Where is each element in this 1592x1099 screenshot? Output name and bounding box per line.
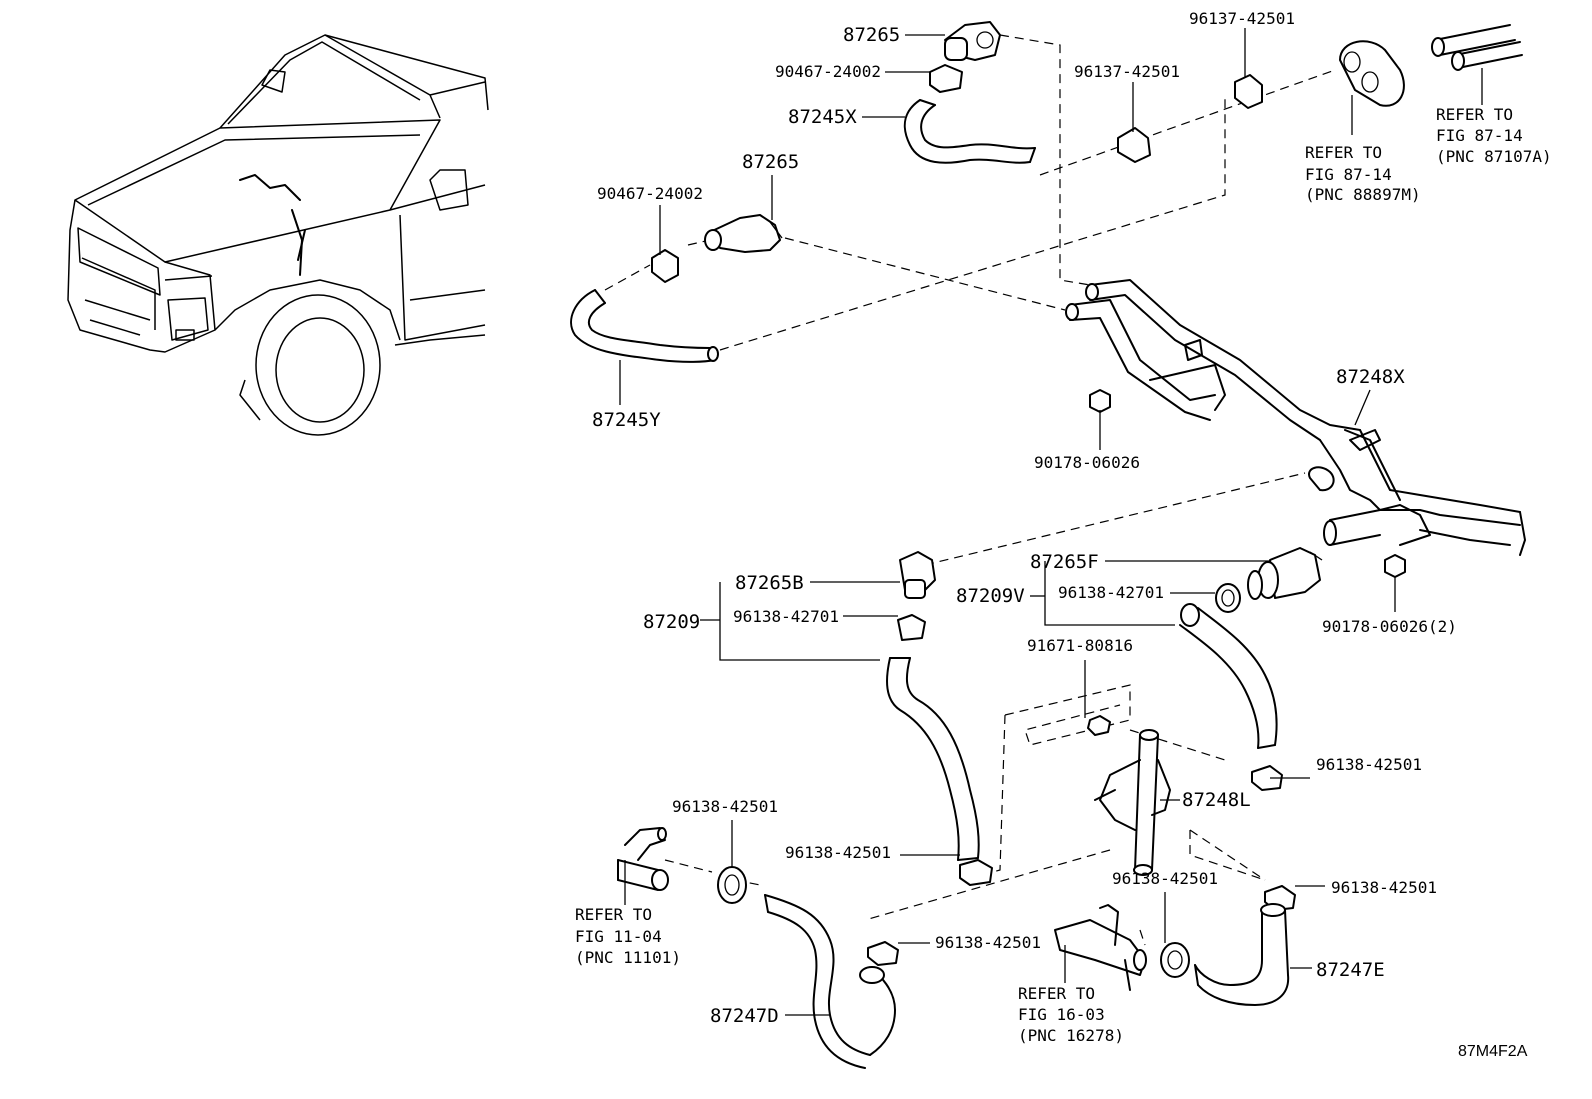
part-label-91671[interactable]: 91671-80816 [1027,636,1133,655]
part-label-96138-42701-b[interactable]: 96138-42701 [1058,583,1164,602]
part-label-87209[interactable]: 87209 [643,611,700,633]
part-label-87245x[interactable]: 87245X [788,106,857,128]
pipe-assembly-87248x [1065,279,1526,556]
svg-text:(PNC 88897M): (PNC 88897M) [1305,185,1421,204]
part-label-96138-42701-a[interactable]: 96138-42701 [733,607,839,626]
part-label-96137-b[interactable]: 96137-42501 [1189,9,1295,28]
svg-text:(PNC 11101): (PNC 11101) [575,948,681,967]
svg-text:REFER TO: REFER TO [1436,105,1513,124]
part-label-87247e[interactable]: 87247E [1316,959,1385,981]
svg-text:REFER TO: REFER TO [575,905,652,924]
part-label-90467-mid[interactable]: 90467-24002 [597,184,703,203]
part-label-87265-top[interactable]: 87265 [843,24,900,46]
part-label-87248x[interactable]: 87248X [1336,366,1405,388]
grommet-88897m [1339,40,1405,107]
part-label-96138-42501-center[interactable]: 96138-42501 [1112,869,1218,888]
leader-lines [619,28,1483,1016]
svg-text:REFER TO: REFER TO [1305,143,1382,162]
clip-90467-top [929,64,963,93]
svg-text:(PNC 87107A): (PNC 87107A) [1436,147,1552,166]
part-label-96138-42501-mid[interactable]: 96138-42501 [785,843,891,862]
part-label-96137-a[interactable]: 96137-42501 [1074,62,1180,81]
ref-note-fig-87-14-a[interactable]: REFER TO FIG 87-14 (PNC 88897M) [1305,143,1421,204]
svg-text:FIG 87-14: FIG 87-14 [1305,165,1392,184]
svg-text:FIG 11-04: FIG 11-04 [575,927,662,946]
pipes-87107a [1431,24,1523,71]
part-label-87265b[interactable]: 87265B [735,572,804,594]
pipe-87248l [1094,729,1171,876]
part-label-87245y[interactable]: 87245Y [592,409,661,431]
part-label-87247d[interactable]: 87247D [710,1005,779,1027]
ref-note-fig-16-03[interactable]: REFER TO FIG 16-03 (PNC 16278) [1018,984,1124,1045]
ref-note-fig-87-14-b[interactable]: REFER TO FIG 87-14 (PNC 87107A) [1436,105,1552,166]
part-label-96138-42501-right-top[interactable]: 96138-42501 [1316,755,1422,774]
part-label-87248l[interactable]: 87248L [1182,789,1251,811]
part-labels: 87265 90467-24002 87245X 87265 90467-240… [592,9,1457,1027]
part-label-90178-b[interactable]: 90178-06026(2) [1322,617,1457,636]
svg-text:REFER TO: REFER TO [1018,984,1095,1003]
part-label-96138-42501-right-bottom[interactable]: 96138-42501 [1331,878,1437,897]
vehicle-illustration [67,34,489,436]
parts-geometry [570,21,1526,1069]
part-label-87209v[interactable]: 87209V [956,585,1025,607]
reference-notes: REFER TO FIG 87-14 (PNC 88897M) REFER TO… [575,105,1552,1045]
svg-text:FIG 87-14: FIG 87-14 [1436,126,1523,145]
fitting-87265b [899,551,936,599]
diagram-id: 87M4F2A [1458,1043,1528,1060]
part-label-90178-a[interactable]: 90178-06026 [1034,453,1140,472]
part-label-87265-mid[interactable]: 87265 [742,151,799,173]
fitting-87265f [1247,547,1323,600]
ref-note-fig-11-04[interactable]: REFER TO FIG 11-04 (PNC 11101) [575,905,681,967]
fitting-16278 [1054,904,1147,991]
pipe-11101 [617,827,669,891]
part-label-96138-42501-bottom[interactable]: 96138-42501 [935,933,1041,952]
part-label-90467-top[interactable]: 90467-24002 [775,62,881,81]
svg-text:(PNC 16278): (PNC 16278) [1018,1026,1124,1045]
fitting-87265-mid [704,214,783,253]
svg-text:FIG 16-03: FIG 16-03 [1018,1005,1105,1024]
part-label-96138-42501-left[interactable]: 96138-42501 [672,797,778,816]
fitting-87265-top [944,21,1001,61]
part-label-87265f[interactable]: 87265F [1030,551,1099,573]
